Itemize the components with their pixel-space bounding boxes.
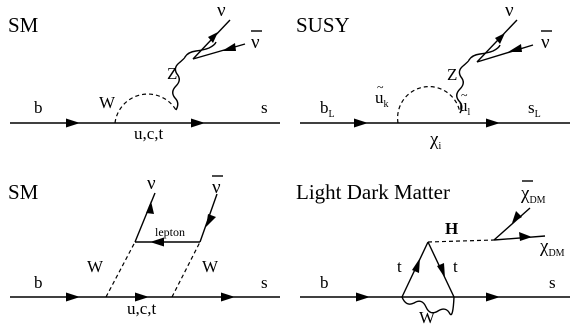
arrow-icon: [66, 118, 80, 128]
chi-label: χi: [429, 129, 441, 152]
z-boson-wavy: [456, 44, 501, 114]
panel-title: SUSY: [296, 13, 350, 37]
w-left-dashed: [105, 241, 136, 298]
arrow-icon: [150, 237, 164, 247]
arrow-icon: [356, 292, 370, 302]
b-label: b: [34, 98, 43, 117]
arrow-icon: [221, 292, 235, 302]
t-left-label: t: [397, 257, 402, 276]
z-boson-wavy: [172, 41, 217, 111]
s-label: s: [261, 273, 268, 292]
s-label: s: [261, 98, 268, 117]
arrow-icon: [208, 32, 218, 43]
arrow-icon: [146, 201, 154, 214]
arrow-icon: [66, 292, 80, 302]
panel-title: SM: [8, 180, 39, 204]
t-right-label: t: [453, 257, 458, 276]
sL-label: sL: [528, 98, 541, 120]
arrow-icon: [135, 292, 149, 302]
nu-label: ν: [147, 173, 156, 194]
quarks-label: u,c,t: [127, 299, 157, 318]
tilde-mark: ~: [377, 80, 384, 94]
higgs-dashed: [427, 239, 495, 243]
b-label: b: [34, 273, 43, 292]
chi-line: [493, 235, 546, 241]
arrow-icon: [519, 232, 532, 241]
neutrino-line: [134, 192, 156, 243]
w-loop-dashed: [114, 93, 177, 124]
arrow-icon: [512, 211, 522, 223]
h-label: H: [445, 219, 458, 238]
nubar-label: ν: [251, 32, 260, 53]
arrow-icon: [222, 43, 236, 51]
chi-bar-label: χDM: [520, 183, 546, 206]
s-label: s: [549, 273, 556, 292]
nu-label: ν: [505, 0, 514, 21]
arrow-icon: [508, 44, 522, 52]
uk-label: uk: [375, 88, 389, 110]
arrow-icon: [486, 118, 500, 128]
w-right-dashed: [171, 241, 201, 298]
panel-susy: SUSY bL sL uk ~ ul ~ χi Z ν ν: [296, 0, 570, 152]
panel-title: Light Dark Matter: [296, 180, 450, 204]
chi-bar-line: [493, 207, 531, 241]
antineutrino-line: [476, 44, 534, 63]
nu-label: ν: [217, 0, 226, 21]
arrow-icon: [354, 118, 368, 128]
arrow-icon: [486, 292, 500, 302]
arrow-icon: [206, 214, 216, 227]
antineutrino-line: [192, 43, 246, 60]
arrow-icon: [495, 33, 505, 44]
arrow-icon: [412, 258, 420, 273]
b-label: b: [320, 273, 329, 292]
panel-title: SM: [8, 13, 39, 37]
arrow-icon: [191, 118, 205, 128]
tilde-mark: ~: [461, 88, 468, 102]
w-right-label: W: [202, 257, 219, 276]
bL-label: bL: [320, 98, 335, 120]
ul-label: ul: [459, 96, 471, 118]
nubar-label: ν: [212, 177, 221, 198]
quarks-label: u,c,t: [134, 124, 164, 143]
lepton-label: lepton: [155, 225, 185, 239]
w-boson-wavy: [401, 296, 455, 316]
z-label: Z: [447, 65, 457, 84]
w-left-label: W: [87, 257, 104, 276]
squark-loop-dashed: [397, 86, 461, 124]
w-label: W: [419, 308, 436, 327]
neutrino-line: [476, 19, 518, 63]
w-label: W: [99, 93, 116, 112]
arrow-icon: [437, 263, 445, 278]
chi-label: χDM: [539, 236, 565, 259]
panel-sm-box: SM b s W W u,c,t lepton ν ν: [8, 173, 280, 318]
nubar-label: ν: [541, 32, 550, 53]
panel-light-dark-matter: Light Dark Matter b s t t W H χDM χDM: [296, 180, 570, 327]
z-label: Z: [167, 64, 177, 83]
panel-sm-penguin: SM b s W Z u,c,t ν ν: [8, 0, 280, 143]
